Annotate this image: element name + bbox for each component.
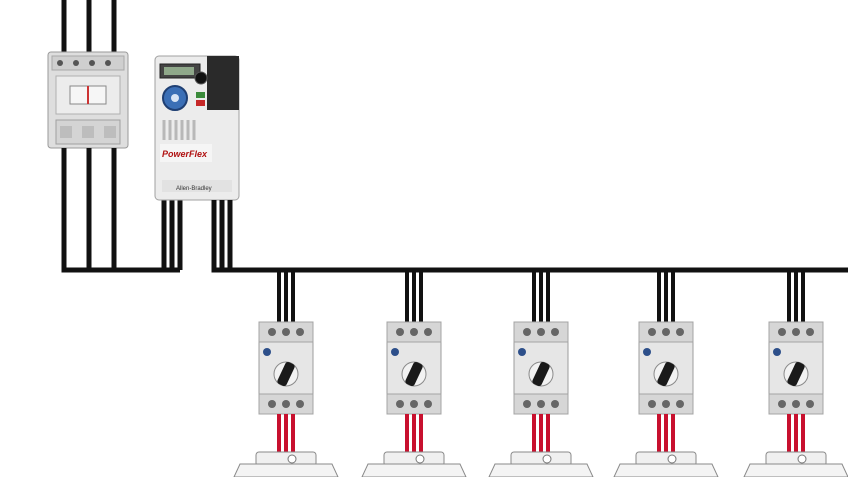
branch-feeder-wires: [534, 270, 548, 324]
branch-feeder-wires: [407, 270, 421, 324]
drive-input-wires: [164, 200, 180, 270]
motor-protector-icon: [259, 322, 313, 414]
drive-brand-logo: PowerFlex: [162, 149, 208, 159]
motor-branch-2: [362, 270, 466, 477]
branch-feeder-wires: [789, 270, 803, 324]
motor-lead-wires: [789, 414, 803, 456]
motor-terminal-box-icon: [744, 452, 848, 477]
motor-branch-5: [744, 270, 848, 477]
motor-branches: [234, 270, 848, 477]
motor-terminal-box-icon: [489, 452, 593, 477]
motor-lead-wires: [279, 414, 293, 456]
branch-feeder-wires: [659, 270, 673, 324]
incoming-supply-wires: [64, 0, 114, 56]
drive-manufacturer: Allen-Bradley: [176, 186, 212, 192]
motor-protector-icon: [514, 322, 568, 414]
motor-lead-wires: [659, 414, 673, 456]
motor-lead-wires: [534, 414, 548, 456]
motor-protector-icon: [769, 322, 823, 414]
motor-terminal-box-icon: [614, 452, 718, 477]
motor-branch-1: [234, 270, 338, 477]
motor-branch-3: [489, 270, 593, 477]
drive-output-wires: [214, 200, 848, 270]
disconnect-switch-icon: [48, 52, 128, 148]
motor-terminal-box-icon: [362, 452, 466, 477]
branch-feeder-wires: [279, 270, 293, 324]
motor-protector-icon: [387, 322, 441, 414]
motor-branch-4: [614, 270, 718, 477]
motor-lead-wires: [407, 414, 421, 456]
motor-protector-icon: [639, 322, 693, 414]
vfd-icon: PowerFlex Allen-Bradley: [155, 56, 239, 200]
motor-terminal-box-icon: [234, 452, 338, 477]
